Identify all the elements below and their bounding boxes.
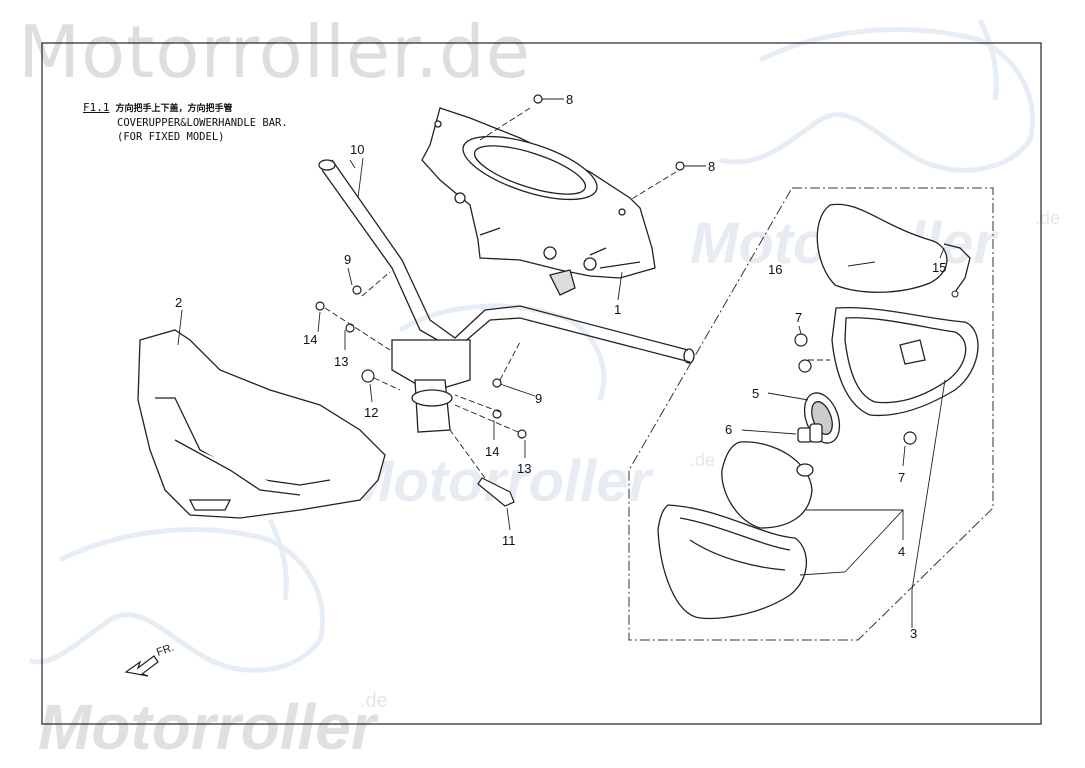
callout-11: 11 — [502, 533, 516, 548]
title-line-2: (FOR FIXED MODEL) — [117, 131, 225, 143]
callout-2: 2 — [175, 295, 182, 310]
callout-9-left: 9 — [344, 252, 351, 267]
callout-14-left: 14 — [303, 332, 317, 347]
headlight-group-outline — [628, 187, 994, 641]
callout-7-top: 7 — [795, 310, 802, 325]
front-direction-arrow: FR. — [124, 641, 176, 677]
title-chinese: 方向把手上下盖，方向把手管 — [115, 104, 233, 114]
wire-harness — [943, 243, 971, 293]
callout-16: 16 — [768, 262, 782, 277]
callout-12: 12 — [364, 405, 378, 420]
callout-3: 3 — [910, 626, 917, 641]
callout-1: 1 — [614, 302, 621, 317]
wire-connector-end — [951, 290, 959, 298]
callout-10: 10 — [350, 142, 364, 157]
bulb — [797, 423, 823, 443]
watermark-top: Motorroller.de — [18, 10, 532, 94]
figure-code: F1.1 — [83, 101, 110, 114]
title-line-1: COVERUPPER&LOWERHANDLE BAR. — [117, 117, 288, 129]
diagram-frame — [41, 42, 1042, 725]
watermark-suffix-3: .de — [360, 690, 388, 712]
callout-9-right: 9 — [535, 391, 542, 406]
reflector-and-lens — [657, 441, 814, 620]
lower-handle-cover — [137, 329, 386, 519]
callout-13-right: 13 — [517, 461, 531, 476]
watermark-bottom: Motorroller — [38, 691, 376, 763]
callout-7-bottom: 7 — [898, 470, 905, 485]
handle-bar — [318, 159, 695, 433]
callout-6: 6 — [725, 422, 732, 437]
callout-14-right: 14 — [485, 444, 499, 459]
callout-5: 5 — [752, 386, 759, 401]
watermark-mid-center: Motorroller — [345, 449, 652, 514]
fasteners — [315, 94, 917, 507]
callout-4: 4 — [898, 544, 905, 559]
callout-8-right: 8 — [708, 159, 715, 174]
upper-handle-cover — [421, 107, 656, 296]
callout-13-left: 13 — [334, 354, 348, 369]
front-direction-label: FR. — [155, 641, 176, 658]
callout-15: 15 — [932, 260, 946, 275]
watermark-suffix-2: .de — [690, 450, 716, 470]
diagram-title: F1.1 方向把手上下盖，方向把手管 COVERUPPER&LOWERHANDLE… — [83, 101, 288, 144]
headlight-housing — [831, 306, 979, 417]
callout-8-top: 8 — [566, 92, 573, 107]
headlight-top-lens — [816, 203, 948, 293]
leader-lines — [177, 98, 946, 628]
